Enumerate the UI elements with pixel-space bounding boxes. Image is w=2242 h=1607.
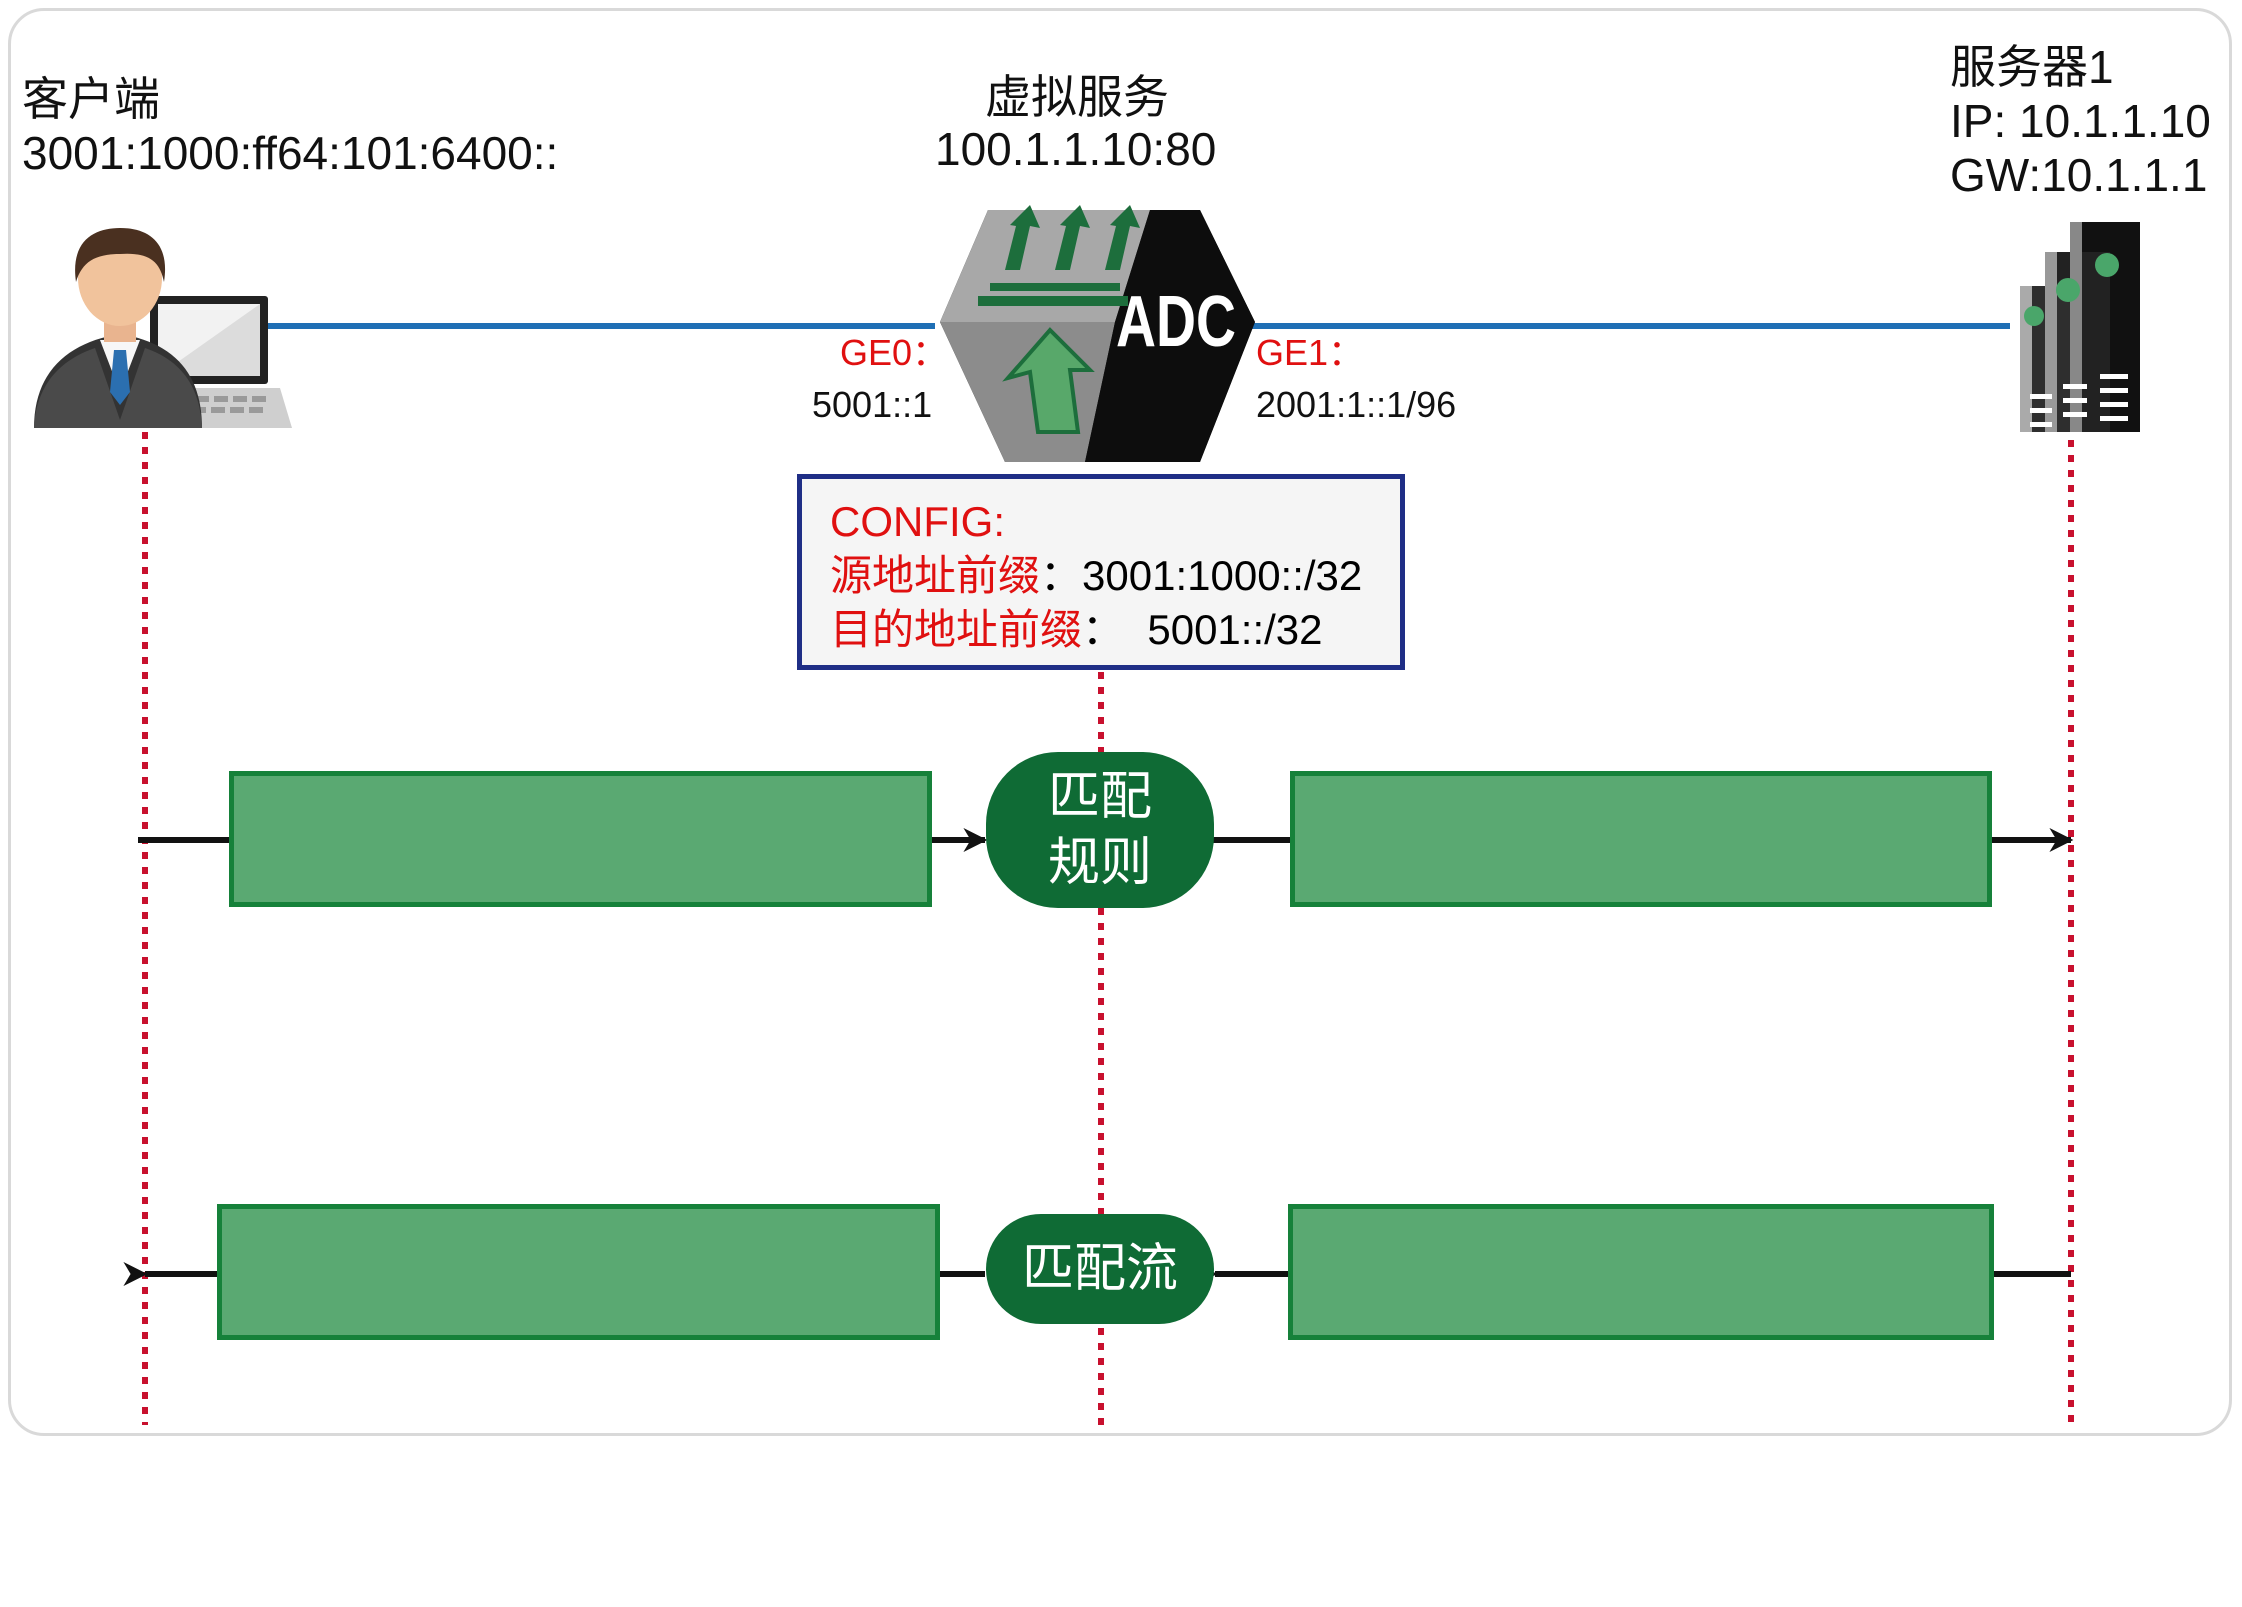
config-src-value: ：3001:1000::/32 (1040, 552, 1363, 599)
request-server-packet: Source: 100.1.1.100 destination：10.1.1.1… (1290, 771, 1992, 1109)
response-client-packet-destination: destination：3001:1000:ff64:101:6400:: (232, 1501, 880, 1542)
request-server-packet-destination: destination：10.1.1.10 (1455, 1068, 1827, 1109)
virtual-service-title: 虚拟服务 (985, 71, 1169, 123)
config-box: CONFIG: 源地址前缀：3001:1000::/32 目的地址前缀： 500… (797, 474, 1405, 670)
request-client-packet-source: Source: 3001:1000:ff64:101:6400:: (269, 906, 839, 947)
sequence-diagram-canvas: ADC (34, 205, 2140, 1425)
adc-label: ADC (1116, 282, 1236, 362)
match-rule-pill: 匹配 规则 (986, 752, 1214, 908)
server-rack-icon (2020, 222, 2140, 432)
ge0-address: 5001::1 (812, 384, 933, 425)
ge0-label: GE0： (840, 332, 949, 373)
user-laptop-icon (34, 228, 292, 428)
config-dst-value: ： 5001::/32 (1082, 606, 1323, 653)
virtual-service-address: 100.1.1.10:80 (935, 123, 1217, 175)
server-ip: IP: 10.1.1.10 (1950, 95, 2211, 147)
response-client-packet: Source: 5001:0:ff0a:101:a00:: destinatio… (217, 1204, 940, 1542)
match-flow-label: 匹配流 (1021, 1240, 1178, 1298)
response-server-packet-destination: destination：100.1.1.100 (1435, 1505, 1847, 1546)
adc-device-icon: ADC (940, 205, 1255, 462)
request-server-packet-source: Source: 100.1.1.100 (1474, 906, 1808, 947)
match-rule-label-2: 规则 (1047, 834, 1152, 892)
ge1-label: GE1： (1256, 332, 1365, 373)
config-dst-label: 目的地址前缀 (830, 606, 1083, 653)
response-server-packet-source: Source: 10.1.1.10 (1494, 1343, 1788, 1384)
match-rule-label-1: 匹配 (1047, 768, 1152, 826)
response-server-packet: Source: 10.1.1.10 destination：100.1.1.10… (1288, 1204, 1994, 1546)
client-address: 3001:1000:ff64:101:6400:: (22, 127, 559, 179)
request-client-packet: Source: 3001:1000:ff64:101:6400:: destin… (229, 771, 932, 1109)
client-title: 客户端 (22, 73, 160, 125)
diagram-frame (8, 8, 2232, 1436)
server-gw: GW:10.1.1.1 (1950, 149, 2208, 201)
config-heading: CONFIG: (830, 498, 1005, 545)
request-client-packet-destination: destination：5001:0:ff0a:101:a00:: (269, 1068, 835, 1109)
match-flow-pill: 匹配流 (986, 1214, 1214, 1324)
config-src-row: 源地址前缀：3001:1000::/32 (830, 549, 1372, 603)
response-client-packet-source: Source: 5001:0:ff0a:101:a00:: (232, 1339, 719, 1380)
server-title: 服务器1 (1950, 41, 2114, 93)
ge1-address: 2001:1::1/96 (1256, 384, 1457, 425)
config-src-label: 源地址前缀 (830, 552, 1041, 599)
config-dst-row: 目的地址前缀： 5001::/32 (830, 603, 1372, 657)
